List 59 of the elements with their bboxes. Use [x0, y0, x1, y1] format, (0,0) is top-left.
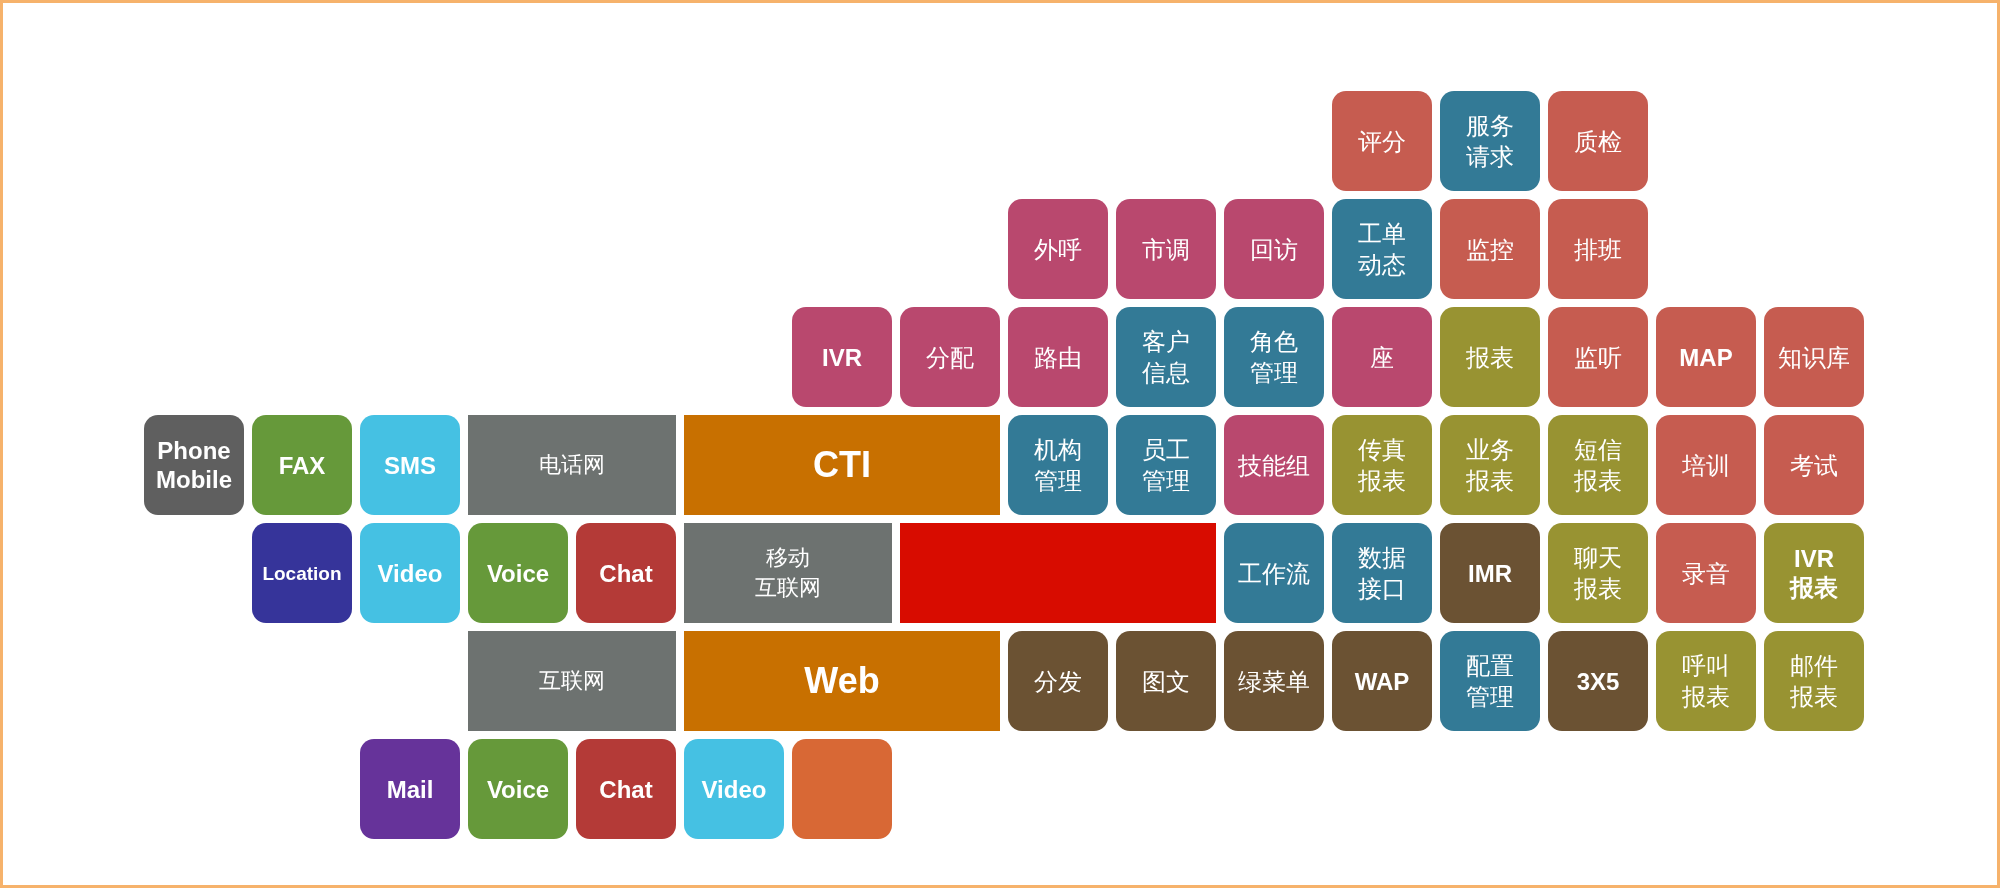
module-tile: Chat: [576, 739, 676, 839]
network-band: 移动互联网: [684, 523, 892, 623]
module-tile: 工作流: [1224, 523, 1324, 623]
module-tile: 传真报表: [1332, 415, 1432, 515]
network-band: 电话网: [468, 415, 676, 515]
module-tile: 图文: [1116, 631, 1216, 731]
network-band: 互联网: [468, 631, 676, 731]
module-tile: 服务请求: [1440, 91, 1540, 191]
module-tile: 知识库: [1764, 307, 1864, 407]
module-tile: IVR报表: [1764, 523, 1864, 623]
module-tile: 员工管理: [1116, 415, 1216, 515]
module-tile: FAX: [252, 415, 352, 515]
module-tile: Location: [252, 523, 352, 623]
module-tile: 监听: [1548, 307, 1648, 407]
module-tile: 外呼: [1008, 199, 1108, 299]
module-tile: 邮件报表: [1764, 631, 1864, 731]
module-tile: IMR: [1440, 523, 1540, 623]
module-tile: 报表: [1440, 307, 1540, 407]
module-tile: 3X5: [1548, 631, 1648, 731]
module-tile: 聊天报表: [1548, 523, 1648, 623]
module-tile: Voice: [468, 739, 568, 839]
module-tile: 技能组: [1224, 415, 1324, 515]
module-tile: 回访: [1224, 199, 1324, 299]
module-tile: 排班: [1548, 199, 1648, 299]
module-tile: 机构管理: [1008, 415, 1108, 515]
module-tile: 质检: [1548, 91, 1648, 191]
module-tile: 录音: [1656, 523, 1756, 623]
module-tile: 座: [1332, 307, 1432, 407]
module-tile: Chat: [576, 523, 676, 623]
module-tile: 市调: [1116, 199, 1216, 299]
module-tile: 客户信息: [1116, 307, 1216, 407]
module-tile: 考试: [1764, 415, 1864, 515]
module-tile: 绿菜单: [1224, 631, 1324, 731]
module-tile: Video: [360, 523, 460, 623]
module-tile: 分配: [900, 307, 1000, 407]
module-tile: 角色管理: [1224, 307, 1324, 407]
module-tile: Video: [684, 739, 784, 839]
module-tile: 数据接口: [1332, 523, 1432, 623]
module-tile: WAP: [1332, 631, 1432, 731]
module-tile: 路由: [1008, 307, 1108, 407]
platform-bar: [900, 523, 1216, 623]
module-tile: Mail: [360, 739, 460, 839]
module-tile: Phone Mobile: [144, 415, 244, 515]
module-tile: 分发: [1008, 631, 1108, 731]
module-tile: IVR: [792, 307, 892, 407]
module-tile: [792, 739, 892, 839]
module-tile: 业务报表: [1440, 415, 1540, 515]
module-tile: 工单动态: [1332, 199, 1432, 299]
module-tile: 评分: [1332, 91, 1432, 191]
module-tile: 呼叫报表: [1656, 631, 1756, 731]
module-tile: Voice: [468, 523, 568, 623]
module-tile: MAP: [1656, 307, 1756, 407]
module-tile: 配置管理: [1440, 631, 1540, 731]
platform-bar: Web: [684, 631, 1000, 731]
module-tile: SMS: [360, 415, 460, 515]
module-tile: 培训: [1656, 415, 1756, 515]
platform-bar: CTI: [684, 415, 1000, 515]
module-tile: 监控: [1440, 199, 1540, 299]
module-tile: 短信报表: [1548, 415, 1648, 515]
